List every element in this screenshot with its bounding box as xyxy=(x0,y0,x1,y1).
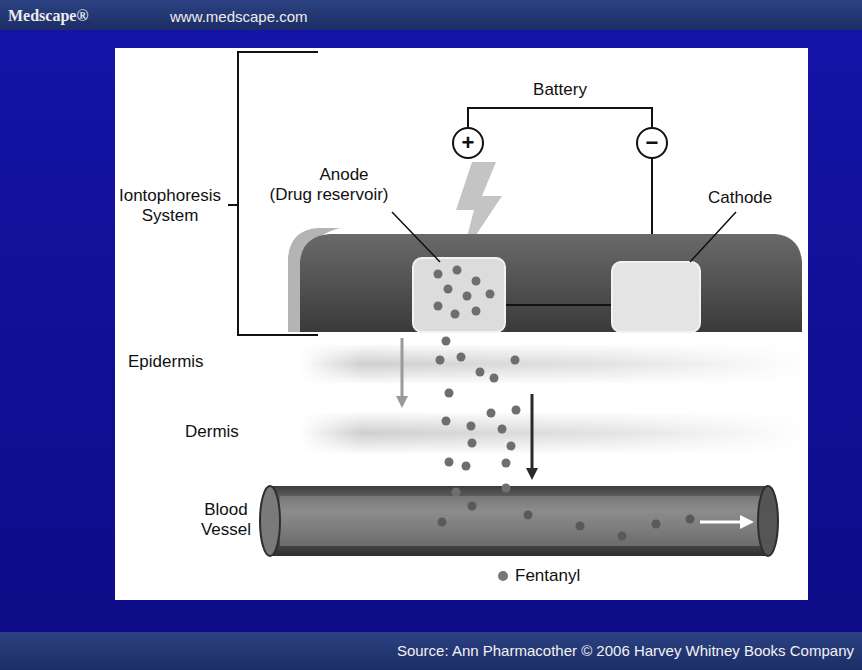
circuit-link xyxy=(506,304,611,306)
fentanyl-dot xyxy=(486,290,495,299)
fentanyl-dot xyxy=(472,277,481,286)
fentanyl-dot xyxy=(511,356,520,365)
fentanyl-dot xyxy=(487,409,496,418)
fentanyl-dot xyxy=(463,292,472,301)
fentanyl-dots xyxy=(434,266,695,541)
legend-dot xyxy=(498,571,508,581)
fentanyl-dot xyxy=(468,439,477,448)
footer-bar xyxy=(0,632,862,670)
terminal-sign: + xyxy=(462,132,475,154)
epidermis-shade xyxy=(300,345,808,383)
fentanyl-dot xyxy=(467,422,476,431)
part-label: Anode (Drug reservoir) xyxy=(268,165,390,205)
leader-line xyxy=(690,212,736,262)
dermis-layer xyxy=(300,413,808,453)
fentanyl-dot xyxy=(502,484,511,493)
fentanyl-dot xyxy=(438,518,447,527)
patch-housing xyxy=(300,234,802,332)
legend-item: Fentanyl xyxy=(498,566,580,586)
source-caption: Source: Ann Pharmacother © 2006 Harvey W… xyxy=(397,641,854,661)
fentanyl-dot xyxy=(445,458,454,467)
fentanyl-dot xyxy=(451,310,460,319)
terminal-sign: − xyxy=(646,132,659,154)
blood-vessel xyxy=(270,486,768,556)
fentanyl-dot xyxy=(462,462,471,471)
header-bar xyxy=(0,0,862,30)
part-label: Blood Vessel xyxy=(190,500,262,540)
cathode-electrode xyxy=(612,262,700,332)
edge-label: Battery xyxy=(533,80,587,100)
terminal-circle: + xyxy=(452,127,484,159)
fentanyl-dot xyxy=(686,515,695,524)
anode-reservoir xyxy=(413,258,505,332)
battery-wire xyxy=(468,108,652,127)
fentanyl-dot xyxy=(436,356,445,365)
fentanyl-dot xyxy=(498,425,507,434)
fentanyl-dot xyxy=(652,520,661,529)
vessel-lumen xyxy=(280,496,760,546)
leader-line xyxy=(392,212,440,262)
layer-label: Epidermis xyxy=(128,352,204,372)
fentanyl-dot xyxy=(468,502,477,511)
fentanyl-dot xyxy=(472,307,481,316)
fentanyl-dot xyxy=(576,522,585,531)
fentanyl-dot xyxy=(434,270,443,279)
fentanyl-dot xyxy=(452,488,461,497)
site-url: www.medscape.com xyxy=(170,7,308,27)
fentanyl-dot xyxy=(442,337,451,346)
legend: Fentanyl xyxy=(498,566,580,586)
fentanyl-dot xyxy=(524,511,533,520)
flow-arrow-head xyxy=(740,515,754,529)
fentanyl-dot xyxy=(502,459,511,468)
vessel-end xyxy=(260,486,280,556)
fentanyl-dot xyxy=(457,353,466,362)
cathode-wire xyxy=(651,157,653,238)
fentanyl-dot xyxy=(618,532,627,541)
panel xyxy=(115,48,808,600)
fentanyl-dot xyxy=(434,302,443,311)
legend-text: Fentanyl xyxy=(515,566,580,586)
flow-arrow xyxy=(700,521,742,524)
brand-name: Medscape® xyxy=(8,6,88,26)
diffusion-arrow xyxy=(401,338,404,402)
vessel-end xyxy=(758,486,778,556)
fentanyl-dot xyxy=(444,285,453,294)
terminal-circle: − xyxy=(636,127,668,159)
fentanyl-dot xyxy=(512,406,521,415)
fentanyl-dot xyxy=(453,266,462,275)
dermis-shade xyxy=(300,413,808,453)
fentanyl-dot xyxy=(507,442,516,451)
fentanyl-dot xyxy=(476,368,485,377)
part-label: Cathode xyxy=(708,188,772,208)
fentanyl-dot xyxy=(445,389,454,398)
diffusion-arrow xyxy=(531,394,534,474)
epidermis-layer xyxy=(300,345,808,383)
layer-label: Dermis xyxy=(185,422,239,442)
fentanyl-dot xyxy=(490,374,499,383)
fentanyl-dot xyxy=(442,417,451,426)
group-label: Iontophoresis System xyxy=(114,186,226,226)
